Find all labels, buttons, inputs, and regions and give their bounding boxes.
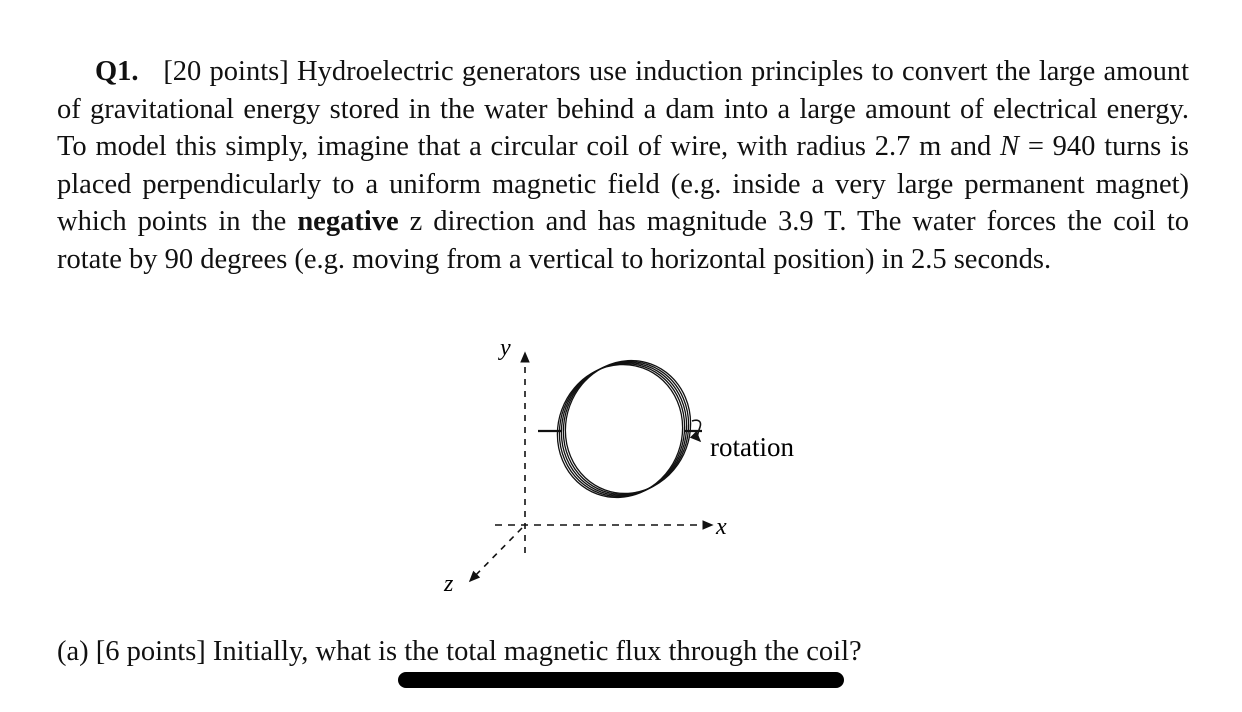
rotation-label: rotation <box>710 432 794 462</box>
coil <box>556 359 692 499</box>
question-text-part-2: = 940 turns is placed perpendicularly to… <box>57 131 1189 238</box>
rotation-arrow <box>689 419 702 443</box>
question-points: [20 points] <box>163 56 289 87</box>
question-paragraph: Q1. [20 points] Hydroelectric generators… <box>57 53 1189 279</box>
question-text-part-1: Hydroelectric generators use induction p… <box>57 56 1190 163</box>
part-a-question: (a) [6 points] Initially, what is the to… <box>57 636 862 667</box>
x-axis-label: x <box>715 514 727 540</box>
home-indicator[interactable] <box>398 672 844 688</box>
coil-diagram: y x z rotation <box>443 335 794 597</box>
turns-symbol: N <box>1000 131 1020 163</box>
emphasis-negative: negative <box>297 206 399 238</box>
question-text: Q1. [20 points] Hydroelectric generators… <box>57 53 1189 279</box>
y-axis-label: y <box>498 335 511 361</box>
z-axis <box>468 527 523 583</box>
question-number: Q1. <box>95 56 139 87</box>
question-text-part-3: z direction and has magnitude 3.9 T. The… <box>57 206 1189 275</box>
z-axis-label: z <box>443 571 454 597</box>
